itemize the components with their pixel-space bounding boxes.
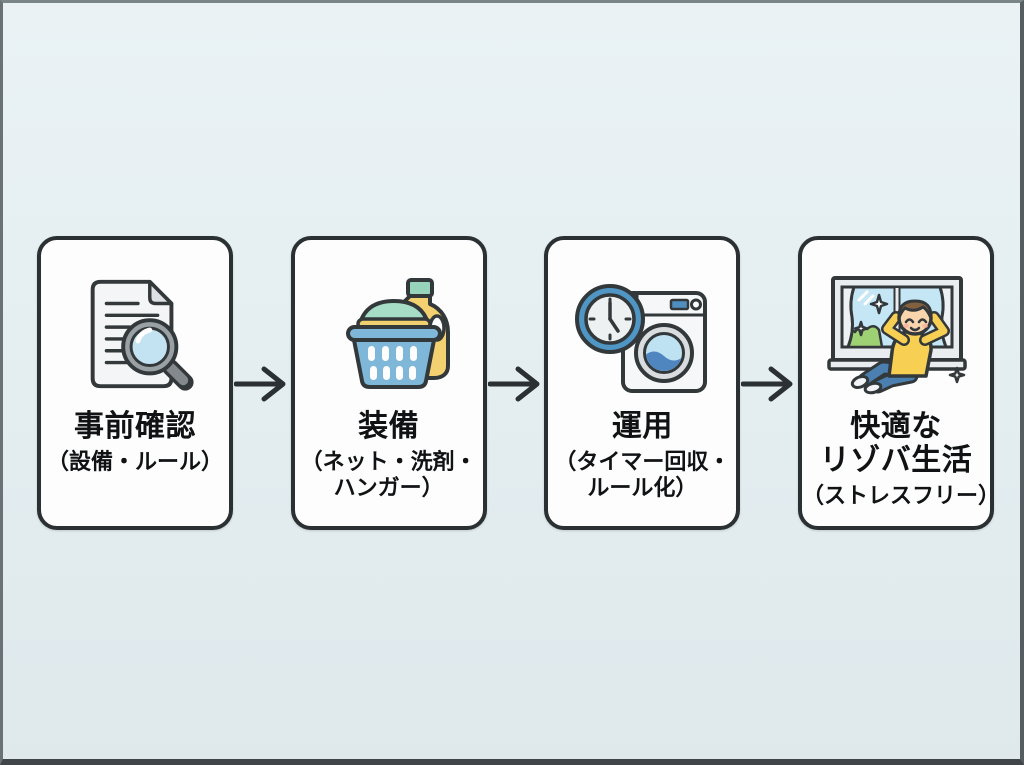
step-icon-wrap <box>821 258 971 410</box>
step-title: 快適な リゾバ生活 <box>819 410 973 477</box>
step-subtitle: （ストレスフリー） <box>802 482 1001 508</box>
step-icon-wrap <box>573 258 711 410</box>
step-card-equipment: 装備 （ネット・洗剤・ ハンガー） <box>290 236 487 530</box>
arrow-right-icon <box>487 366 539 402</box>
arrow-cell <box>233 236 291 532</box>
laundry-supplies-icon <box>345 278 450 389</box>
step-icon-wrap <box>318 258 460 410</box>
arrow-right-icon <box>233 366 286 402</box>
process-flow: 事前確認 （設備・ルール） <box>37 236 1001 532</box>
document-search-icon <box>90 279 194 391</box>
step-subtitle: （設備・ルール） <box>46 448 223 474</box>
timer-washing-machine-icon <box>575 284 708 393</box>
step-subtitle: （タイマー回収・ ルール化） <box>554 448 731 501</box>
step-title: 事前確認 <box>74 410 196 443</box>
arrow-cell <box>487 236 545 532</box>
arrow-right-icon <box>741 366 793 402</box>
step-title: 装備 <box>358 410 420 443</box>
step-card-precheck: 事前確認 （設備・ルール） <box>37 236 233 530</box>
arrow-cell <box>740 236 798 532</box>
step-card-operation: 運用 （タイマー回収・ ルール化） <box>544 236 741 530</box>
step-subtitle: （ネット・洗剤・ ハンガー） <box>300 448 477 501</box>
step-title: 運用 <box>611 410 673 443</box>
relaxing-person-window-icon <box>827 276 967 395</box>
step-card-comfortable-life: 快適な リゾバ生活 （ストレスフリー） <box>798 236 1001 530</box>
step-icon-wrap <box>71 258 199 410</box>
